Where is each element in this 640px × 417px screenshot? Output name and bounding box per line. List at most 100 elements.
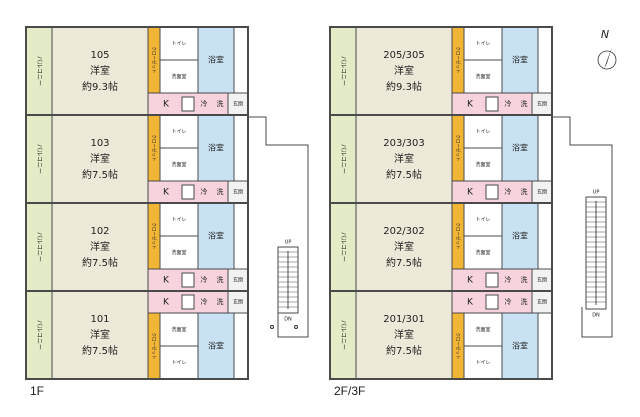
washroom-label: 洗面室 xyxy=(475,249,490,256)
bath-label: 浴室 xyxy=(208,231,224,241)
washroom-label: 洗面室 xyxy=(475,73,490,80)
toilet xyxy=(159,26,199,61)
washroom-label: 洗面室 xyxy=(171,73,186,80)
room-type: 洋室 xyxy=(394,328,414,341)
entrance-label: 玄関 xyxy=(537,189,547,196)
washroom-label: 洗面室 xyxy=(475,326,490,333)
unit-outline xyxy=(25,290,249,380)
washroom-label: 洗面室 xyxy=(171,249,186,256)
fridge-label: 冷 xyxy=(505,187,512,196)
closet-label: クローゼット xyxy=(455,47,462,74)
balcony-label: バルコニー xyxy=(36,232,43,262)
room xyxy=(355,202,453,292)
kitchen-label: K xyxy=(163,188,170,198)
washer-label: 洗 xyxy=(217,275,224,284)
room-size: 約9.3帖 xyxy=(386,80,422,93)
fridge-label: 冷 xyxy=(201,187,208,196)
balcony-label: バルコニー xyxy=(36,144,43,174)
balcony-label: バルコニー xyxy=(340,144,347,174)
room xyxy=(51,290,149,380)
entrance-label: 玄関 xyxy=(233,277,243,284)
stove xyxy=(485,294,499,310)
room-size: 約7.5帖 xyxy=(82,344,118,357)
stairs-down-label: DN xyxy=(592,313,600,319)
bath xyxy=(501,202,539,270)
closet-label: クローゼット xyxy=(455,333,462,360)
toilet-label: トイレ xyxy=(171,41,186,47)
kitchen-label: K xyxy=(163,298,170,308)
washroom xyxy=(463,235,503,270)
room xyxy=(51,26,149,116)
room-type: 洋室 xyxy=(90,328,110,341)
room xyxy=(355,26,453,116)
room-type: 洋室 xyxy=(394,240,414,253)
stove xyxy=(181,294,195,310)
toilet-label: トイレ xyxy=(171,360,186,366)
kitchen-label: K xyxy=(467,100,474,110)
walkway-outline xyxy=(248,116,309,338)
fridge-label: 冷 xyxy=(505,99,512,108)
washroom xyxy=(463,147,503,182)
stairs-down-label: DN xyxy=(284,317,292,323)
kitchen-label: K xyxy=(163,276,170,286)
closet-label: クローゼット xyxy=(151,135,158,162)
entrance-label: 玄関 xyxy=(537,277,547,284)
compass-north-label: N xyxy=(601,28,609,41)
toilet-label: トイレ xyxy=(475,360,490,366)
balcony-label: バルコニー xyxy=(340,320,347,350)
washroom xyxy=(463,59,503,94)
washer-label: 洗 xyxy=(521,275,528,284)
stairs-up-label: UP xyxy=(285,240,292,246)
balcony-label: バルコニー xyxy=(340,56,347,86)
washer-label: 洗 xyxy=(217,297,224,306)
fridge-label: 冷 xyxy=(505,275,512,284)
closet-label: クローゼット xyxy=(455,223,462,250)
bath-label: 浴室 xyxy=(208,143,224,153)
bath-label: 浴室 xyxy=(512,231,528,241)
floor-label-1f: 1F xyxy=(30,384,45,398)
stove xyxy=(181,272,195,288)
washer-label: 洗 xyxy=(521,187,528,196)
room-size: 約7.5帖 xyxy=(82,256,118,269)
washroom xyxy=(159,147,199,182)
fridge-label: 冷 xyxy=(201,99,208,108)
compass: N xyxy=(597,28,617,70)
fridge-label: 冷 xyxy=(201,297,208,306)
stove xyxy=(181,184,195,200)
bath-label: 浴室 xyxy=(512,55,528,65)
north-arrow-icon xyxy=(604,47,612,69)
room-type: 洋室 xyxy=(90,240,110,253)
entrance-label: 玄関 xyxy=(537,101,547,108)
balcony-label: バルコニー xyxy=(340,232,347,262)
bath xyxy=(501,312,539,380)
marker-dot xyxy=(270,325,274,329)
balcony-label: バルコニー xyxy=(36,320,43,350)
entrance-label: 玄関 xyxy=(233,101,243,108)
unit-outline xyxy=(329,290,553,380)
kitchen-label: K xyxy=(467,276,474,286)
washer-label: 洗 xyxy=(217,99,224,108)
washroom xyxy=(463,312,503,347)
room-type: 洋室 xyxy=(90,64,110,77)
washer-label: 洗 xyxy=(521,99,528,108)
unit-number: 203/303 xyxy=(383,138,425,149)
room xyxy=(51,202,149,292)
washroom-label: 洗面室 xyxy=(171,161,186,168)
unit-number: 101 xyxy=(90,314,109,325)
closet-label: クローゼット xyxy=(151,333,158,360)
room-size: 約9.3帖 xyxy=(82,80,118,93)
room-type: 洋室 xyxy=(394,64,414,77)
entrance-label: 玄関 xyxy=(233,299,243,306)
unit-number: 105 xyxy=(90,50,109,61)
kitchen-label: K xyxy=(467,188,474,198)
unit-number: 201/301 xyxy=(383,314,425,325)
entrance-label: 玄関 xyxy=(537,299,547,306)
unit-number: 202/302 xyxy=(383,226,425,237)
